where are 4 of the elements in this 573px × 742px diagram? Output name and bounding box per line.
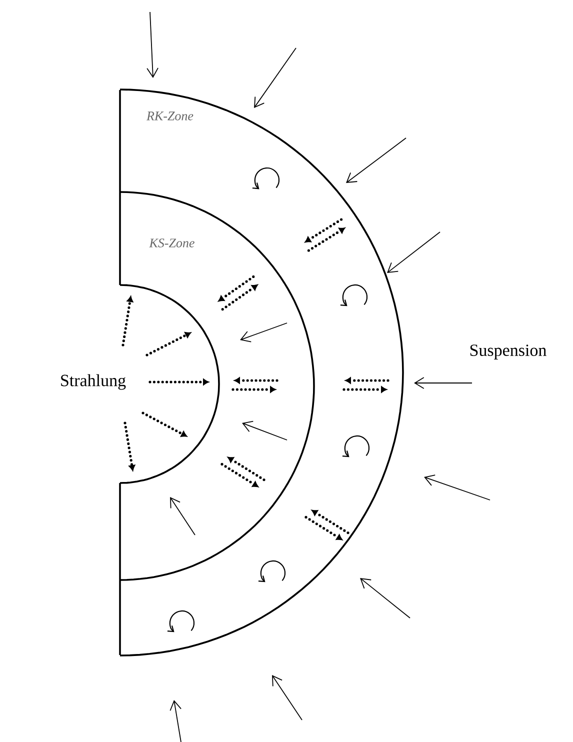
zone-label: RK-Zone (146, 112, 194, 120)
region-label: Strahlung (58, 373, 128, 391)
region-label: Suspension (468, 344, 548, 360)
zone-label: KS-Zone (149, 238, 194, 248)
